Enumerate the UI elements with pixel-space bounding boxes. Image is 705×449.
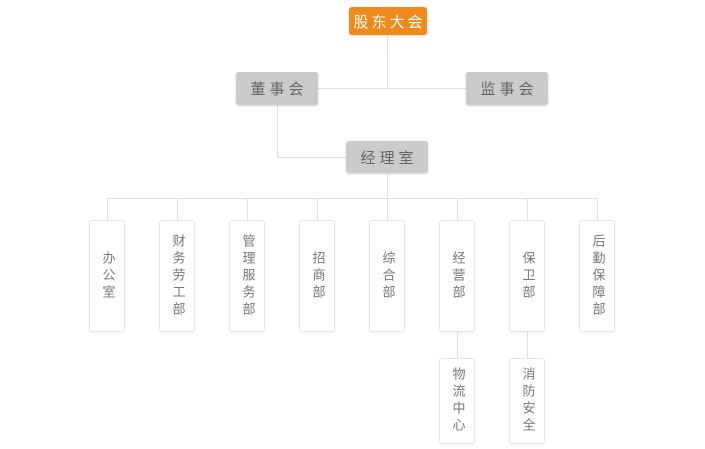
node-label: 办公室 [99, 250, 115, 302]
node-managers-office: 经理室 [346, 141, 428, 173]
node-label: 董事会 [250, 80, 308, 98]
node-investment-promotion-dept: 招商部 [299, 220, 335, 332]
connector-departments-bus [107, 198, 598, 199]
connector-stub-logistics-support [597, 198, 598, 220]
connector-stub-investment-promotion [317, 198, 318, 220]
node-management-service-dept: 管理服务部 [229, 220, 265, 332]
node-supervisory-board: 监事会 [466, 72, 548, 105]
connector-board-down [277, 105, 278, 157]
node-office-dept: 办公室 [89, 220, 125, 332]
node-board-of-directors: 董事会 [236, 72, 318, 105]
connector-stub-security [527, 198, 528, 220]
node-label: 经营部 [449, 250, 465, 302]
node-label: 招商部 [309, 250, 325, 302]
connector-board-to-managers-office [277, 157, 346, 158]
connector-root-to-level2 [387, 34, 388, 88]
node-security-dept: 保卫部 [509, 220, 545, 332]
node-label: 财务劳工部 [169, 233, 185, 319]
node-logistics-center: 物流中心 [439, 358, 475, 444]
node-shareholders-meeting: 股东大会 [349, 7, 427, 35]
node-label: 监事会 [480, 80, 538, 98]
node-fire-safety: 消防安全 [509, 358, 545, 444]
node-label: 综合部 [379, 250, 395, 302]
connector-stub-finance-labor [177, 198, 178, 220]
node-general-dept: 综合部 [369, 220, 405, 332]
node-label: 后勤保障部 [589, 233, 605, 319]
connector-level2-bus [318, 88, 466, 89]
node-label: 保卫部 [519, 250, 535, 302]
connector-stub-operations [457, 198, 458, 220]
node-label: 消防安全 [519, 367, 535, 435]
node-label: 物流中心 [449, 367, 465, 435]
node-logistics-support-dept: 后勤保障部 [579, 220, 615, 332]
node-label: 管理服务部 [239, 233, 255, 319]
connector-stub-office [107, 198, 108, 220]
connector-managers-office-down [387, 173, 388, 198]
node-label: 经理室 [360, 148, 418, 167]
node-finance-labor-dept: 财务劳工部 [159, 220, 195, 332]
node-operations-dept: 经营部 [439, 220, 475, 332]
connector-stub-management-service [247, 198, 248, 220]
node-label: 股东大会 [353, 12, 426, 31]
connector-operations-to-logistics-center [457, 332, 458, 358]
connector-stub-general [387, 198, 388, 220]
connector-security-to-fire-safety [527, 332, 528, 358]
